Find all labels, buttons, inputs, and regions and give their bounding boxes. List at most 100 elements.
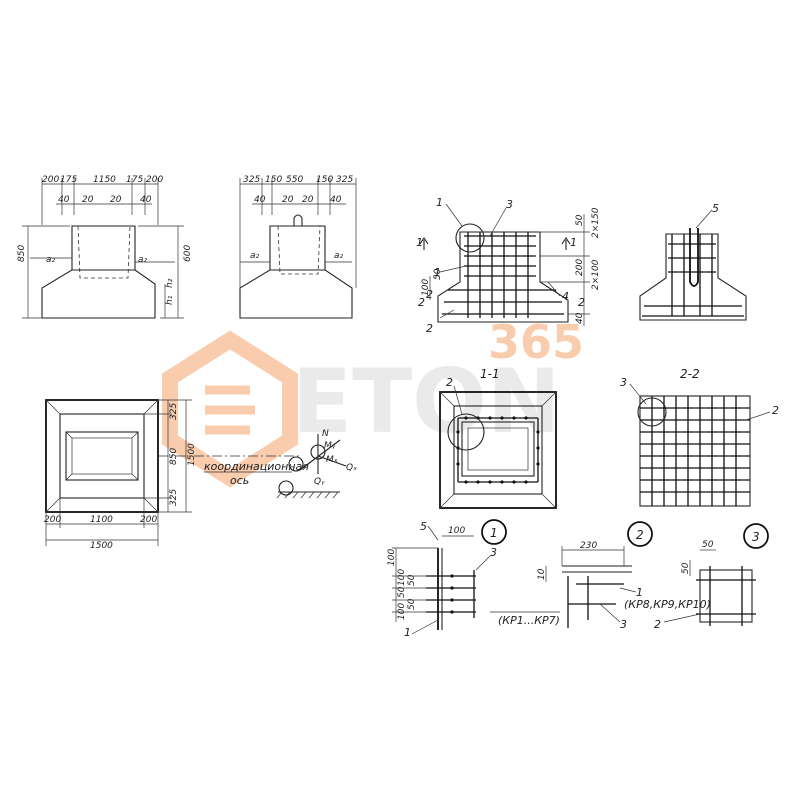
axis-label-line1: координационная [204, 460, 309, 473]
dim-d2-10: 10 [537, 568, 547, 580]
watermark-365: 365 [488, 315, 584, 369]
axis-label-line2: ось [230, 474, 249, 487]
detail-2: 2 230 10 1 (КР8,КР9,КР10) 3 [537, 521, 711, 631]
dim-rs-50: 50 [575, 214, 585, 226]
dim-rs-2x150: 2×150 [591, 207, 601, 238]
dim-rs-50-left: 50 [433, 268, 443, 280]
force-Qx: Qₓ [346, 463, 357, 473]
section-1-1: 1-1 2 [439, 367, 557, 509]
detail-3-callout-2: 2 [654, 618, 661, 631]
dim-150: 150 [265, 175, 282, 185]
mark-h1: h₁ [165, 295, 175, 305]
dim-plan-1100: 1100 [90, 515, 113, 525]
detail-1-callout-3: 3 [490, 546, 497, 559]
detail-3-number: 3 [752, 530, 760, 544]
dim-1150: 1150 [93, 175, 116, 185]
callout-1-top: 1 [436, 196, 443, 209]
callout-1-mid: 1 [434, 266, 441, 279]
dim-325: 325 [243, 175, 260, 185]
dim-b-20: 20 [282, 195, 294, 205]
dim-b-40-right: 40 [330, 195, 342, 205]
mark-b-a2-left: a₂ [250, 251, 260, 261]
section-mark-2-right: 2 [578, 296, 585, 309]
detail-1-number: 1 [490, 526, 498, 540]
force-Qy: Qᵧ [314, 477, 325, 487]
detail-2-note: (КР8,КР9,КР10) [624, 598, 711, 611]
watermark: 365 ETON [162, 315, 584, 488]
callout-5: 5 [712, 202, 719, 215]
dim-20: 20 [82, 195, 94, 205]
detail-1-callout-1: 1 [404, 626, 411, 639]
mark-h2: h₂ [165, 278, 175, 288]
detail-2-callout-3: 3 [620, 618, 627, 631]
section-mark-2-left: 2 [418, 296, 425, 309]
dim-20-right: 20 [110, 195, 122, 205]
detail-2-number: 2 [636, 528, 644, 542]
detail-2-callout-1: 1 [636, 586, 643, 599]
watermark-logo-icon [162, 330, 298, 488]
reinforced-section: 1 3 1 2 2 4 1 1 2 2 50 2×150 200 2×100 4… [416, 196, 601, 335]
detail-1: 1 100 100 50 50 50 100 100 5 3 1 (КР1...… [387, 519, 560, 639]
section-2-2-title: 2-2 [680, 367, 700, 381]
dim-175-right: 175 [126, 175, 143, 185]
section-mark-1-right: 1 [570, 236, 577, 249]
dim-d1-100-c: 100 [397, 603, 407, 620]
dim-d3-50-left: 50 [681, 562, 691, 574]
dim-rs-2x100: 2×100 [591, 259, 601, 290]
dim-850: 850 [17, 245, 27, 262]
mark-b-a2-right: a₂ [334, 251, 344, 261]
watermark-eton: ETON [292, 350, 561, 453]
load-scheme: N Mᵧ Mₓ Qₓ Qᵧ [276, 429, 357, 499]
detail-1-callout-5: 5 [420, 520, 427, 533]
dim-d1-50-c: 50 [407, 598, 417, 610]
dim-rs-200: 200 [575, 259, 585, 276]
plan-view: 325 850 325 1500 200 1100 200 1500 [44, 399, 300, 551]
dim-200-right: 200 [146, 175, 163, 185]
dim-40: 40 [58, 195, 70, 205]
detail-3: 3 50 50 2 [654, 523, 769, 631]
dim-rs-40: 40 [575, 312, 585, 324]
section-1-1-callout-2: 2 [446, 376, 453, 389]
dim-d1-top-100: 100 [448, 526, 465, 536]
force-Mx: Mₓ [326, 455, 338, 465]
side-section: 5 [639, 202, 747, 321]
dim-200: 200 [42, 175, 59, 185]
section-2-2: 2-2 3 2 [620, 367, 779, 507]
dim-plan-200-right: 200 [140, 515, 157, 525]
dim-plan-1500: 1500 [187, 443, 197, 466]
dim-plan-325-bottom: 325 [169, 489, 179, 506]
dim-b-20-right: 20 [302, 195, 314, 205]
callout-2-left: 2 [426, 288, 433, 301]
callout-3: 3 [506, 198, 513, 211]
dim-d2-230: 230 [580, 541, 597, 551]
dim-d1-100-b: 100 [397, 569, 407, 586]
elevation-b: 325 150 550 150 325 40 20 20 40 a₂ a₂ [239, 175, 357, 319]
mark-a2-left: a₂ [46, 255, 56, 265]
dim-plan-1500-bottom: 1500 [90, 541, 113, 551]
dim-plan-325: 325 [169, 403, 179, 420]
detail-1-note: (КР1...КР7) [498, 614, 560, 627]
dim-40-right: 40 [140, 195, 152, 205]
dim-550: 550 [286, 175, 303, 185]
callout-4: 4 [562, 290, 569, 303]
section-2-2-callout-2: 2 [772, 404, 779, 417]
dim-150-right: 150 [316, 175, 333, 185]
section-2-2-callout-3: 3 [620, 376, 627, 389]
dim-175: 175 [60, 175, 77, 185]
dim-rs-100: 100 [421, 279, 431, 296]
force-N: N [322, 429, 329, 439]
dim-b-40: 40 [254, 195, 266, 205]
callout-2: 2 [426, 322, 433, 335]
dim-plan-200: 200 [44, 515, 61, 525]
dim-600: 600 [183, 245, 193, 262]
dim-d1-50: 50 [407, 574, 417, 586]
section-mark-1-left: 1 [416, 236, 423, 249]
dim-325-right: 325 [336, 175, 353, 185]
force-My: Mᵧ [324, 441, 336, 451]
dim-d3-50: 50 [702, 540, 714, 550]
dim-d1-100: 100 [387, 549, 397, 566]
coordinate-axis-label: координационная ось [204, 460, 309, 487]
mark-a2-right: a₂ [138, 255, 148, 265]
dim-d1-50-b: 50 [397, 586, 407, 598]
